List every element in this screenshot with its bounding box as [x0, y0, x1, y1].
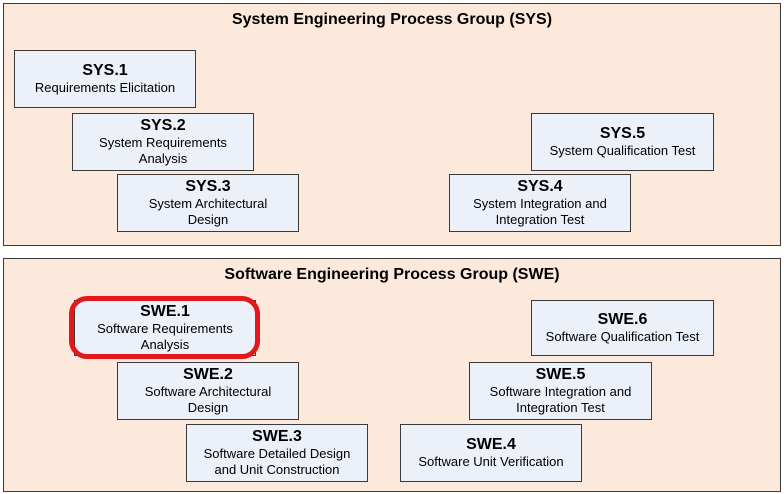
process-box-swe-4: SWE.4 Software Unit Verification [400, 424, 582, 482]
process-id: SYS.4 [517, 178, 563, 195]
process-box-swe-2: SWE.2 Software Architectural Design [117, 362, 299, 420]
process-name: System Qualification Test [549, 143, 696, 158]
process-id: SYS.1 [82, 62, 128, 79]
process-id: SWE.1 [140, 303, 190, 320]
highlight-ring [69, 296, 260, 359]
process-box-sys-5: SYS.5 System Qualification Test [531, 113, 714, 171]
process-id: SYS.5 [599, 125, 646, 142]
sys-group-title: System Engineering Process Group (SYS) [231, 11, 553, 28]
process-name: Software Architectural Design [144, 384, 272, 415]
process-name: Software Detailed Design and Unit Constr… [203, 446, 351, 477]
process-name: System Requirements Analysis [99, 135, 227, 166]
process-id: SWE.4 [466, 436, 516, 453]
process-name: Requirements Elicitation [34, 80, 176, 95]
process-box-sys-4: SYS.4 System Integration and Integration… [449, 174, 631, 232]
process-name: System Integration and Integration Test [473, 196, 607, 227]
process-box-sys-1: SYS.1 Requirements Elicitation [14, 50, 196, 108]
swe-group-title: Software Engineering Process Group (SWE) [224, 266, 560, 283]
process-name: Software Unit Verification [418, 454, 564, 469]
process-name: Software Qualification Test [545, 329, 700, 344]
process-box-sys-3: SYS.3 System Architectural Design [117, 174, 299, 232]
process-box-swe-5: SWE.5 Software Integration and Integrati… [469, 362, 652, 420]
process-box-swe-6: SWE.6 Software Qualification Test [531, 300, 714, 356]
process-name: System Architectural Design [148, 196, 268, 227]
process-id: SYS.2 [140, 117, 186, 134]
process-box-sys-2: SYS.2 System Requirements Analysis [72, 113, 254, 171]
process-box-swe-3: SWE.3 Software Detailed Design and Unit … [186, 424, 368, 482]
process-id: SWE.3 [252, 428, 302, 445]
process-name: Software Integration and Integration Tes… [489, 384, 632, 415]
process-box-swe-1: SWE.1 Software Requirements Analysis [74, 300, 256, 356]
process-id: SYS.3 [185, 178, 231, 195]
process-name: Software Requirements Analysis [97, 321, 233, 352]
process-id: SWE.2 [183, 366, 233, 383]
process-id: SWE.5 [535, 366, 586, 383]
process-id: SWE.6 [597, 311, 648, 328]
